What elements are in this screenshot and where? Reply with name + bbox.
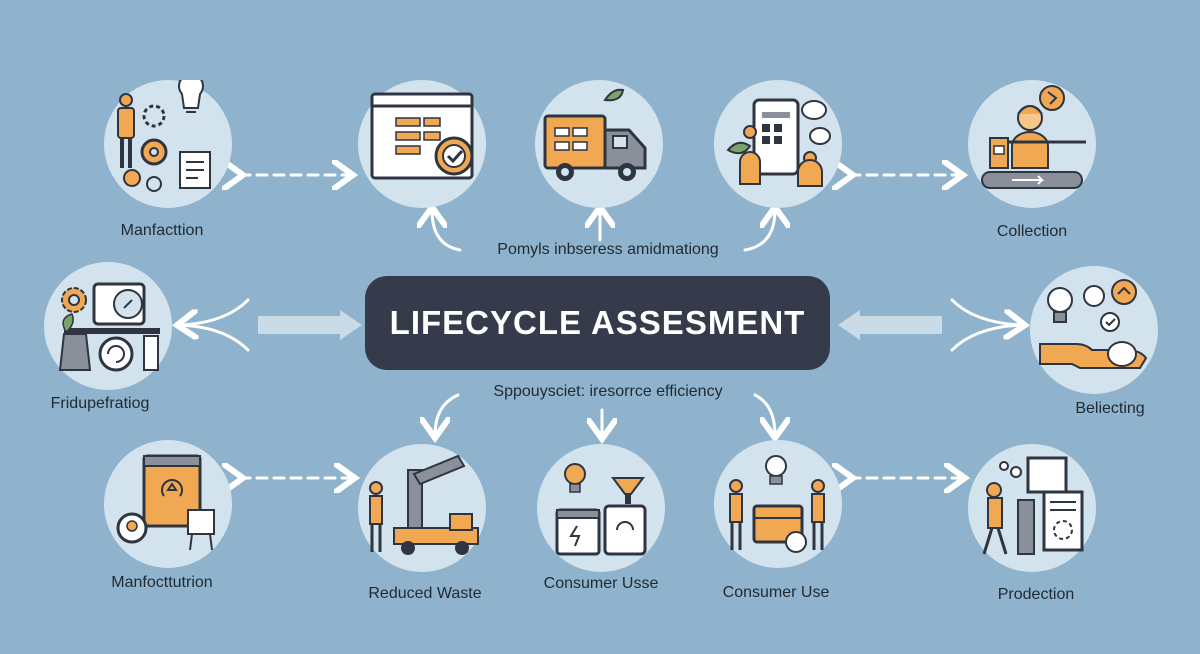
tablet-chat-icon [726, 98, 831, 187]
node-label-collection: Collection [996, 223, 1068, 240]
node-label-fridupefratiog: Fridupefratiog [50, 395, 150, 412]
node-reduced-waste [358, 444, 486, 572]
subtitle-bottom: Sppouysciet: iresorrce efficiency [493, 383, 723, 400]
worker-gears-icon [117, 80, 211, 192]
node-label-manufacturing: Manfacttion [120, 222, 204, 239]
worker-conveyor-icon [981, 85, 1086, 189]
node-beliecting [1030, 266, 1158, 394]
node-label-consumer-usse: Consumer Usse [543, 575, 659, 592]
delivery-truck-icon [543, 88, 647, 181]
node-tablet-chat [714, 80, 842, 208]
bulb-hand-icon [1039, 279, 1148, 369]
curved-arrow [753, 393, 775, 435]
node-collection [968, 80, 1096, 208]
curved-arrow [432, 210, 462, 252]
block-arrow-left [258, 310, 362, 340]
center-title: LIFECYCLE ASSESMENT [389, 304, 806, 341]
node-label-consumer-use: Consumer Use [722, 584, 830, 601]
node-manufacturing-2 [104, 440, 232, 568]
browser-checklist-icon [370, 92, 474, 180]
node-consumer-use [714, 440, 842, 568]
subtitle-top: Pomyls inbseress amidmationg [497, 241, 719, 258]
node-browser-checklist [358, 80, 486, 208]
recycle-monitor-icon [116, 454, 215, 551]
crane-truck-icon [369, 454, 479, 555]
curved-arrow [180, 298, 250, 325]
center-title-box: LIFECYCLE ASSESMENT [365, 276, 830, 370]
block-arrow-right [838, 310, 942, 340]
node-consumer-usse [537, 444, 665, 572]
node-label-prodection: Prodection [997, 586, 1075, 603]
node-manufacturing [104, 80, 232, 208]
machine-gear-icon [58, 282, 160, 372]
node-delivery-truck [535, 80, 663, 208]
node-fridupefratiog [44, 262, 172, 390]
bulb-cup-icon [555, 463, 647, 556]
node-prodection [968, 444, 1096, 572]
node-label-manufacturing-2: Manfocttutrion [111, 574, 213, 591]
worker-screen-icon [982, 456, 1084, 555]
curved-arrow [435, 393, 460, 435]
curved-arrow [950, 298, 1022, 325]
curved-arrow [743, 210, 775, 252]
node-label-reduced-waste: Reduced Waste [368, 585, 482, 602]
node-label-beliecting: Beliecting [1075, 400, 1145, 417]
people-bulb-icon [729, 455, 825, 553]
